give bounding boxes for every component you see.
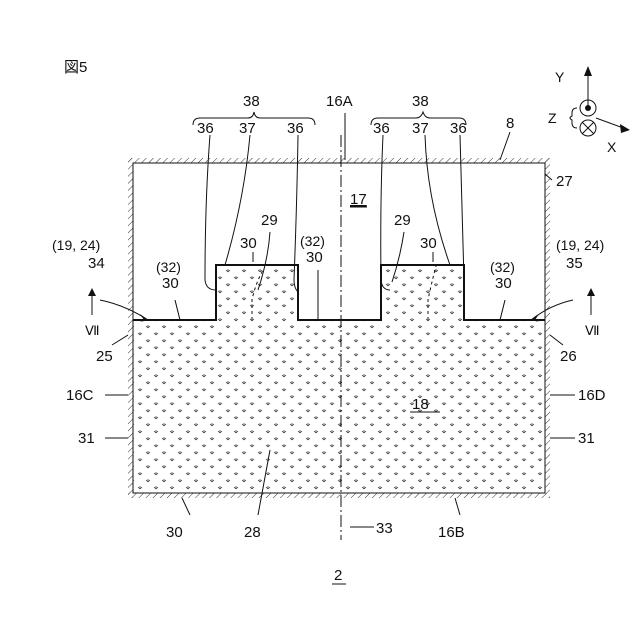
label-19-24-right: (19, 24): [556, 237, 604, 253]
label-32-left: (32): [156, 259, 181, 275]
label-36-d: 36: [450, 120, 467, 137]
surface-profile-line: [133, 265, 545, 320]
label-30-right-block: 30: [420, 235, 437, 252]
right-raised-block: [381, 265, 464, 320]
label-30-bottom: 30: [166, 524, 183, 541]
label-28: 28: [244, 524, 261, 541]
label-30-center: 30: [306, 249, 323, 266]
label-31-right: 31: [578, 430, 595, 447]
left-raised-block: [216, 265, 298, 320]
label-38-left: 38: [243, 93, 260, 110]
axis-label-z: Z: [548, 110, 557, 126]
label-32-center: (32): [300, 233, 325, 249]
label-VII-left: Ⅶ: [85, 323, 100, 338]
label-16D: 16D: [578, 387, 606, 404]
label-16A: 16A: [326, 93, 353, 110]
label-17: 17: [350, 191, 367, 208]
label-8: 8: [506, 115, 514, 132]
label-29-right: 29: [394, 212, 411, 229]
label-33: 33: [376, 520, 393, 537]
device-number: 2: [334, 567, 342, 584]
label-16B: 16B: [438, 524, 465, 541]
figure-label: 図5: [64, 59, 87, 76]
label-26: 26: [560, 348, 577, 365]
label-37-b: 37: [412, 120, 429, 137]
label-27: 27: [556, 173, 573, 190]
label-19-24-left: (19, 24): [52, 237, 100, 253]
label-35: 35: [566, 255, 583, 272]
label-38-right: 38: [412, 93, 429, 110]
label-37-a: 37: [239, 120, 256, 137]
label-30-left-block: 30: [240, 235, 257, 252]
label-36-c: 36: [373, 120, 390, 137]
label-36-a: 36: [197, 120, 214, 137]
axis-indicator: [570, 66, 630, 136]
label-30-right: 30: [495, 275, 512, 292]
label-36-b: 36: [287, 120, 304, 137]
axis-label-x: X: [607, 139, 617, 155]
section-marker-left: [88, 288, 96, 315]
label-16C: 16C: [66, 387, 94, 404]
label-32-right: (32): [490, 259, 515, 275]
label-31-left: 31: [78, 430, 95, 447]
label-18: 18: [412, 396, 429, 413]
axis-label-y: Y: [555, 69, 565, 85]
section-marker-right: [587, 288, 595, 315]
label-25: 25: [96, 348, 113, 365]
label-30-left: 30: [162, 275, 179, 292]
label-29-left: 29: [261, 212, 278, 229]
label-34: 34: [88, 255, 105, 272]
label-VII-right: Ⅶ: [585, 323, 600, 338]
lower-region-dotted: [133, 320, 545, 493]
